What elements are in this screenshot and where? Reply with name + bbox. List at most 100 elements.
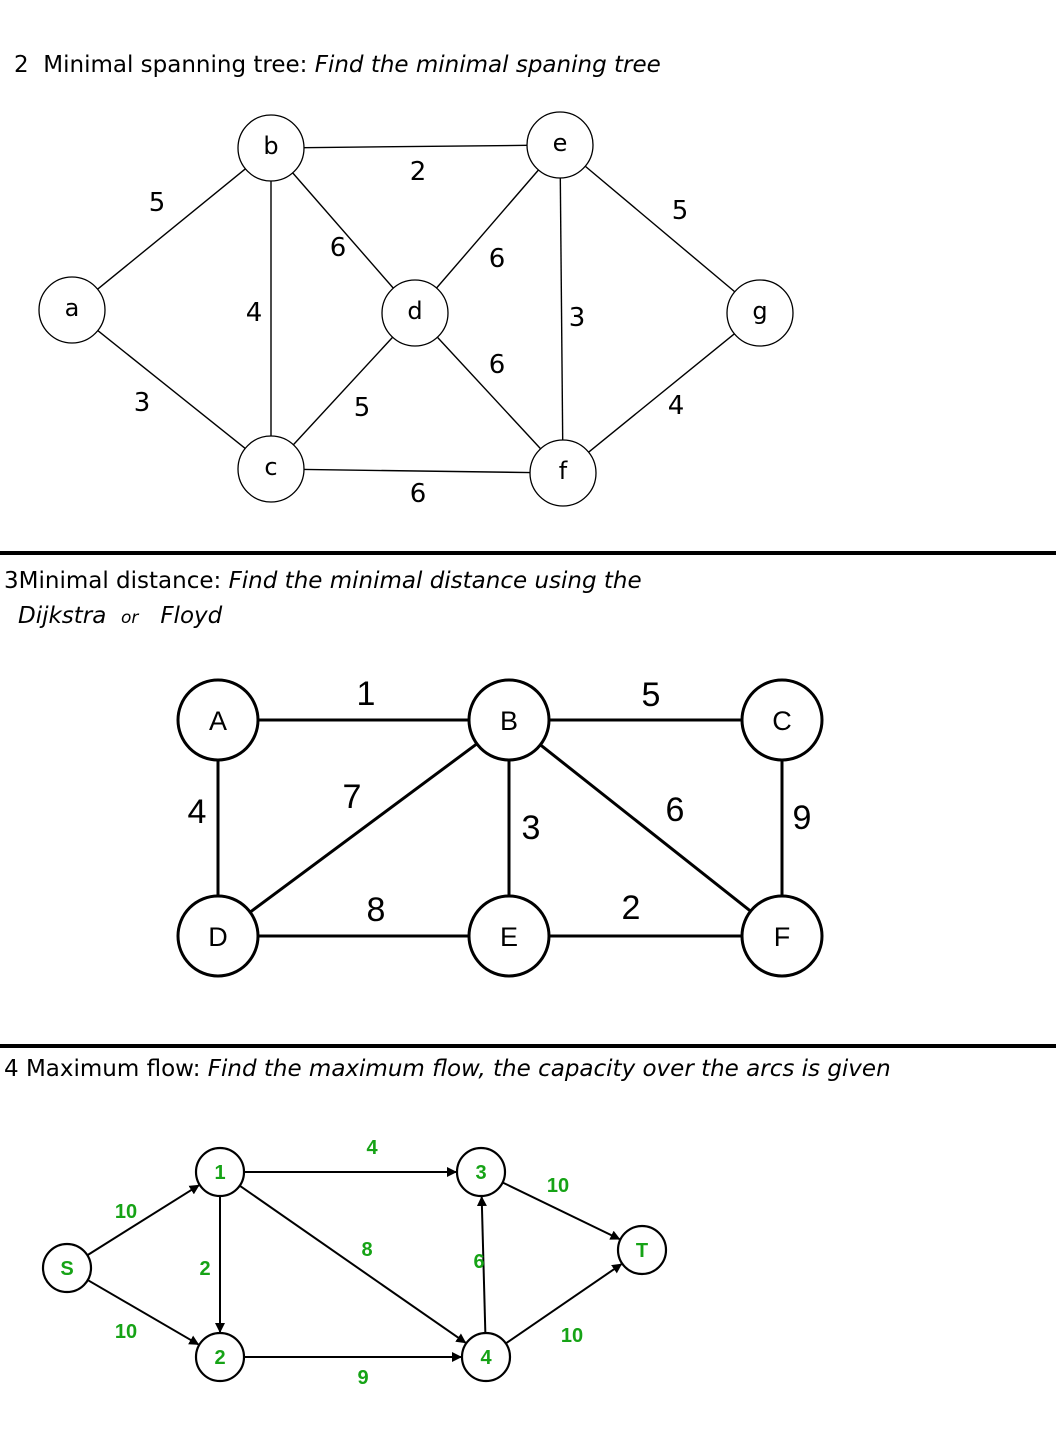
flow-node-label-T: T	[636, 1240, 648, 1262]
sp-node-A: A	[176, 678, 260, 762]
mst-edge-f-g	[588, 333, 735, 453]
mst-node-label-f: f	[559, 457, 568, 485]
divider-2	[0, 1044, 1056, 1048]
sp-weight-C-F: 9	[793, 799, 812, 837]
sp-weight-A-B: 1	[357, 675, 376, 713]
mst-edge-d-f	[436, 336, 542, 450]
flow-node-label-3: 3	[475, 1162, 486, 1184]
sp-weight-E-F: 2	[622, 889, 641, 927]
sp-node-label-C: C	[772, 706, 792, 736]
mst-weight-b-e: 2	[410, 157, 427, 187]
mst-node-d: d	[381, 279, 449, 347]
mst-weight-a-b: 5	[149, 188, 166, 218]
mst-node-label-e: e	[553, 129, 568, 157]
sp-node-C: C	[740, 678, 824, 762]
divider-1	[0, 551, 1056, 555]
flow-node-label-2: 2	[214, 1347, 225, 1369]
section-4-number: 4	[4, 1056, 19, 1082]
flow-capacity-1-2: 2	[199, 1258, 210, 1280]
flow-capacities: 10 10 2 4 8 9 6 10 10	[115, 1137, 583, 1389]
mst-node-label-c: c	[264, 453, 277, 481]
sp-node-E: E	[467, 894, 551, 978]
mst-edge-d-e	[436, 169, 539, 289]
sp-weight-D-E: 8	[367, 891, 386, 929]
flow-capacity-4-T: 10	[561, 1325, 583, 1347]
section-4-title: Maximum flow:	[25, 1056, 201, 1082]
mst-edge-a-c	[97, 330, 246, 449]
method-floyd: Floyd	[160, 603, 223, 629]
mst-edge-b-e	[303, 144, 528, 149]
sp-node-label-A: A	[209, 706, 227, 736]
mst-edge-e-g	[584, 165, 736, 293]
mst-weight-f-g: 4	[668, 391, 685, 421]
section-3-methods: Dijkstra or Floyd	[18, 603, 222, 629]
flow-arc-4-3	[476, 1195, 487, 1334]
mst-node-e: e	[526, 111, 594, 179]
sp-edges	[216, 718, 784, 938]
flow-node-label-S: S	[60, 1258, 73, 1280]
section-4-instruction: Find the maximum flow, the capacity over…	[207, 1056, 891, 1082]
sp-node-D: D	[176, 894, 260, 978]
sp-edge-B-D	[249, 742, 478, 914]
method-or: or	[121, 608, 139, 628]
mst-edge-b-d	[292, 172, 394, 289]
mst-weight-d-e: 6	[489, 244, 506, 274]
mst-node-c: c	[237, 435, 305, 503]
flow-capacity-S-1: 10	[115, 1201, 137, 1223]
flow-node-2: 2	[194, 1331, 246, 1383]
mst-edge-c-d	[292, 336, 394, 446]
mst-weight-d-f: 6	[489, 350, 506, 380]
section-2-instruction: Find the minimal spaning tree	[314, 52, 661, 78]
mst-node-g: g	[726, 279, 794, 347]
flow-arc-1-4	[239, 1184, 467, 1344]
sp-weight-B-F: 6	[666, 791, 685, 829]
flow-capacity-S-2: 10	[115, 1321, 137, 1343]
mst-edge-e-f	[559, 177, 564, 441]
section-4-heading: 4 Maximum flow: Find the maximum flow, t…	[4, 1056, 891, 1082]
flow-capacity-3-T: 10	[547, 1175, 569, 1197]
flow-node-1: 1	[194, 1146, 246, 1198]
mst-node-b: b	[237, 114, 305, 182]
section-3-number: 3	[4, 568, 19, 594]
flow-node-4: 4	[460, 1331, 512, 1383]
mst-edges	[97, 144, 736, 474]
mst-node-f: f	[529, 439, 597, 507]
mst-weight-b-c: 4	[246, 298, 263, 328]
sp-node-label-D: D	[208, 922, 228, 952]
mst-edge-c-f	[303, 468, 531, 474]
mst-node-label-a: a	[65, 294, 80, 322]
flow-arc-S-1	[86, 1184, 200, 1257]
mst-weight-c-d: 5	[354, 393, 371, 423]
sp-node-B: B	[467, 678, 551, 762]
sp-node-F: F	[740, 894, 824, 978]
section-2-title: Minimal spanning tree:	[43, 52, 308, 78]
section-3-title: Minimal distance:	[18, 568, 222, 594]
flow-capacity-1-3: 4	[366, 1137, 378, 1159]
flow-arcs	[86, 1167, 623, 1362]
section-3-heading: 3Minimal distance: Find the minimal dist…	[4, 568, 642, 594]
flow-node-3: 3	[455, 1146, 507, 1198]
flow-capacity-1-4: 8	[361, 1239, 372, 1261]
sp-node-label-F: F	[774, 922, 791, 952]
section-3-instruction: Find the minimal distance using the	[228, 568, 642, 594]
sp-node-label-E: E	[500, 922, 518, 952]
flow-arc-3-T	[502, 1181, 621, 1240]
mst-weight-e-g: 5	[672, 196, 689, 226]
flow-arc-4-T	[505, 1263, 623, 1345]
mst-weight-c-f: 6	[410, 479, 427, 509]
flow-capacity-4-3: 6	[473, 1251, 484, 1273]
flow-capacity-2-4: 9	[357, 1367, 368, 1389]
sp-weight-B-D: 7	[343, 778, 362, 816]
sp-edge-B-F	[539, 743, 752, 913]
mst-node-a: a	[38, 276, 106, 344]
mst-node-label-b: b	[263, 132, 278, 160]
flow-node-T: T	[616, 1224, 668, 1276]
method-dijkstra: Dijkstra	[18, 603, 107, 629]
sp-weight-B-C: 5	[642, 676, 661, 714]
flow-node-S: S	[41, 1242, 93, 1294]
